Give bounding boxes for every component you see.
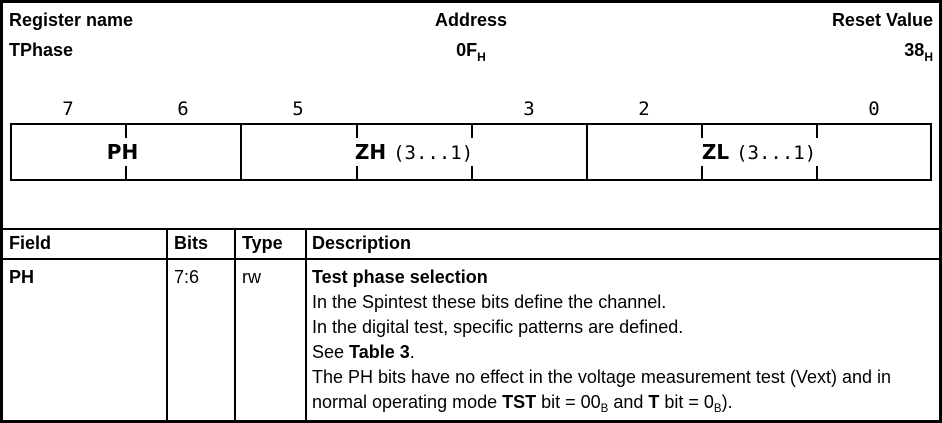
col-header-description: Description xyxy=(312,233,412,253)
tst-bit-name: TST xyxy=(502,392,537,412)
bit-label-5: 5 xyxy=(292,98,304,120)
address-value: 0FH xyxy=(3,37,939,65)
bit-label-3: 3 xyxy=(523,98,535,120)
field-name-zh: ZH xyxy=(354,140,387,164)
field-separator-zh-zl xyxy=(586,125,588,179)
table-3-reference: Table 3 xyxy=(349,342,410,362)
bit-label-0: 0 xyxy=(868,98,880,120)
reset-value: 38H xyxy=(904,37,933,65)
bit-tick xyxy=(125,166,127,179)
bit-field-diagram: PH ZH (3...1) ZL (3...1) xyxy=(10,123,932,181)
binary-subscript: B xyxy=(600,403,609,415)
bit-tick xyxy=(356,166,358,179)
col-header-bits: Bits xyxy=(174,233,209,253)
text-segment: normal operating mode xyxy=(312,392,503,412)
description-line: In the digital test, specific patterns a… xyxy=(312,317,684,337)
text-segment: ). xyxy=(721,392,733,412)
t-bit-name: T xyxy=(648,392,660,412)
reset-hex: 38 xyxy=(904,40,925,60)
description-line: The PH bits have no effect in the voltag… xyxy=(312,367,891,387)
register-header-labels-row: Register name Address Reset Value xyxy=(3,7,939,33)
cell-bits: 7:6 xyxy=(174,267,200,287)
field-name-zl: ZL xyxy=(701,140,730,164)
text-segment: bit = 0 xyxy=(659,392,714,412)
binary-subscript: B xyxy=(713,403,722,415)
bit-tick xyxy=(816,166,818,179)
bit-tick xyxy=(471,166,473,179)
field-range-zh: (3...1) xyxy=(393,142,474,164)
table-header-rule xyxy=(3,258,939,260)
bit-tick xyxy=(816,125,818,138)
reset-value-label: Reset Value xyxy=(831,10,933,30)
address-hex-subscript: H xyxy=(477,50,486,64)
field-range-zl: (3...1) xyxy=(736,142,817,164)
bit-tick xyxy=(701,125,703,138)
register-name-label: Register name xyxy=(9,10,134,30)
cell-field: PH xyxy=(9,267,35,287)
bit-tick xyxy=(125,125,127,138)
field-cell-ph: PH xyxy=(12,125,240,179)
text-segment: . xyxy=(409,342,415,362)
reset-hex-subscript: H xyxy=(924,50,933,64)
description-line: In the Spintest these bits define the ch… xyxy=(312,292,667,312)
bit-label-6: 6 xyxy=(177,98,189,120)
col-header-field: Field xyxy=(9,233,52,253)
table-top-rule xyxy=(3,228,939,230)
bit-tick xyxy=(701,166,703,179)
col-header-type: Type xyxy=(242,233,283,253)
register-name-value: TPhase xyxy=(9,40,74,60)
field-cell-zh: ZH (3...1) xyxy=(242,125,586,179)
address-label: Address xyxy=(434,10,508,30)
description-line: See Table 3. xyxy=(312,340,891,365)
bit-tick xyxy=(356,125,358,138)
field-name-ph: PH xyxy=(106,140,139,164)
field-cell-zl: ZL (3...1) xyxy=(588,125,930,179)
address-hex: 0F xyxy=(456,40,478,60)
description-title: Test phase selection xyxy=(312,267,488,287)
register-header-values-row: TPhase 0FH 38H xyxy=(3,37,939,65)
text-segment: See xyxy=(312,342,350,362)
text-segment: bit = 00 xyxy=(536,392,601,412)
field-separator-ph-zh xyxy=(240,125,242,179)
bit-label-2: 2 xyxy=(638,98,650,120)
cell-type: rw xyxy=(242,267,261,287)
bit-tick xyxy=(471,125,473,138)
bit-label-7: 7 xyxy=(62,98,74,120)
table-column-rule-2 xyxy=(234,228,236,420)
table-column-rule-3 xyxy=(305,228,307,420)
cell-description: Test phase selection In the Spintest the… xyxy=(312,265,891,415)
description-line: normal operating mode TST bit = 00B and … xyxy=(312,390,891,415)
table-column-rule-1 xyxy=(166,228,168,420)
text-segment: and xyxy=(608,392,649,412)
